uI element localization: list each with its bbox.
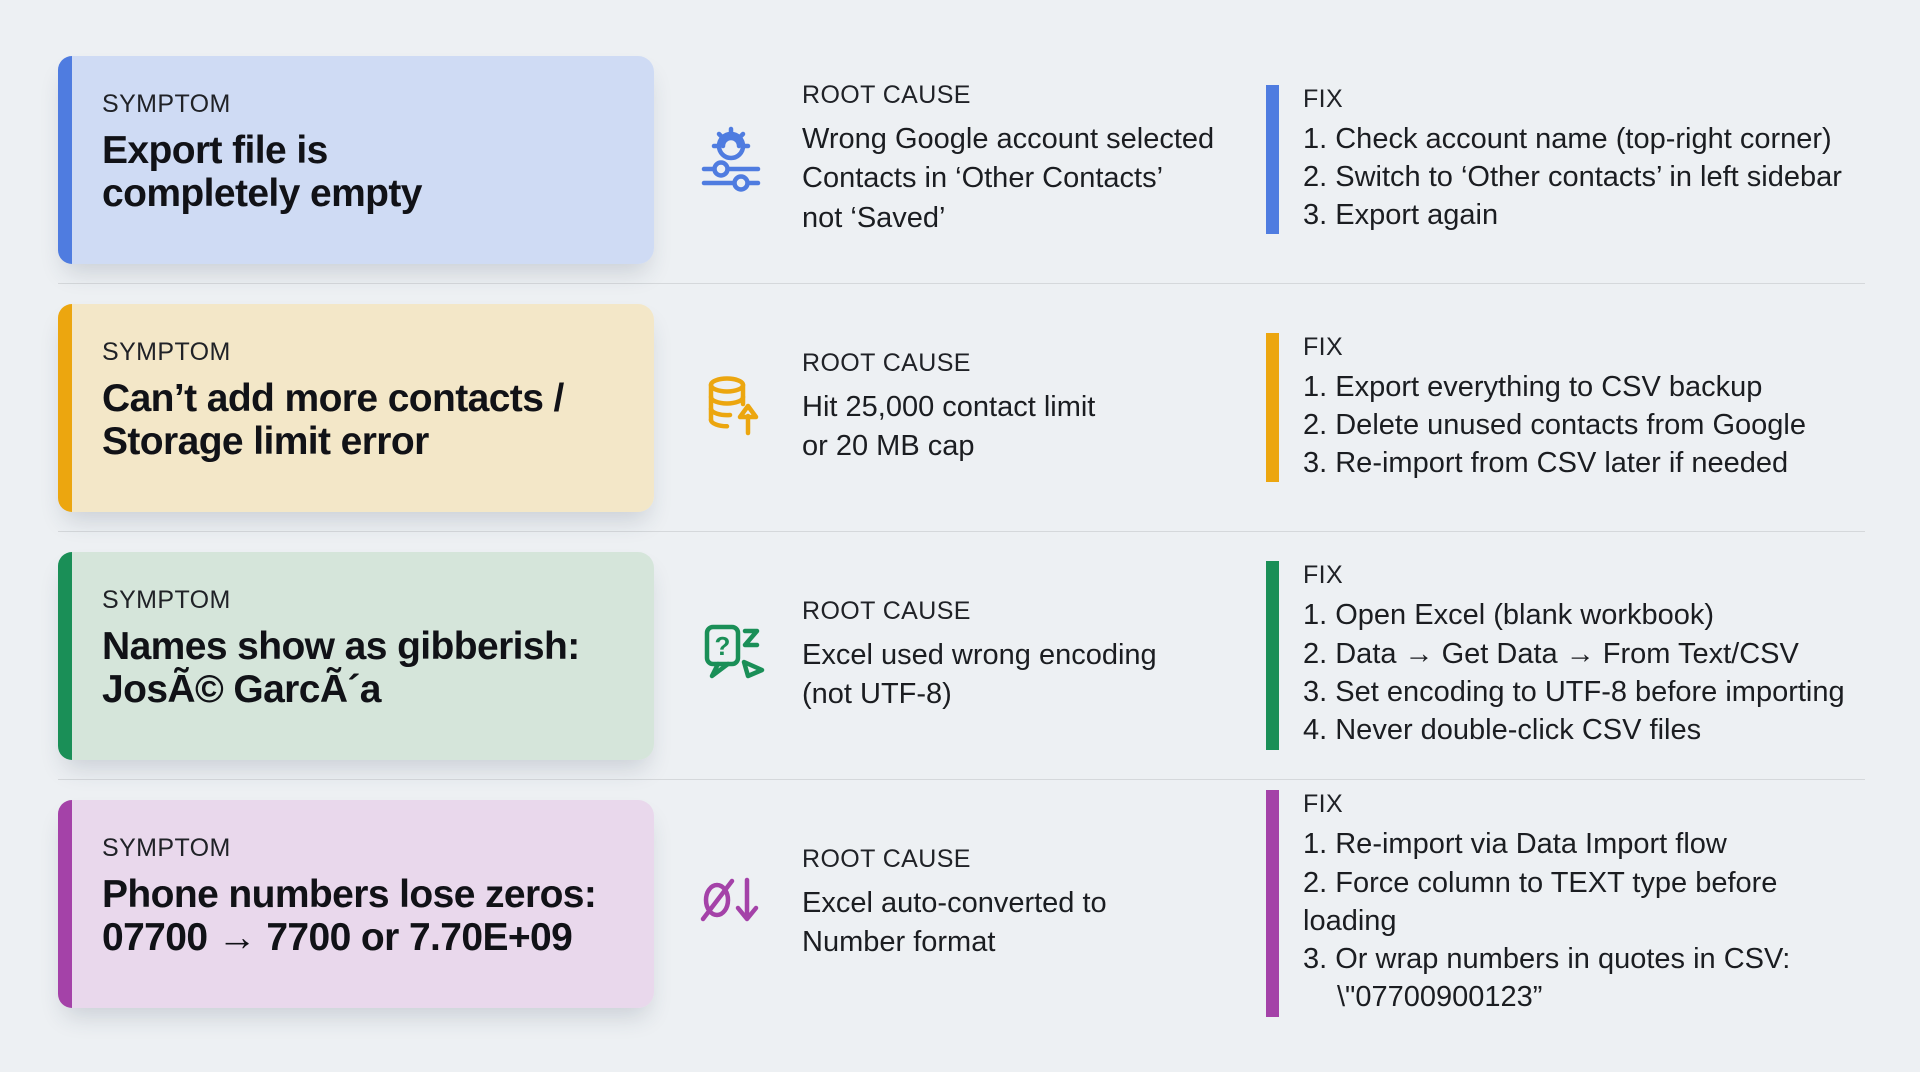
symptom-label: SYMPTOM [102, 337, 231, 366]
troubleshoot-row-storage-limit: SYMPTOM Can’t add more contacts / Storag… [58, 283, 1865, 531]
card-accent-bar [58, 799, 72, 1008]
svg-text:?: ? [715, 631, 731, 661]
troubleshoot-row-encoding-gibberish: SYMPTOM Names show as gibberish: JosÃ© G… [58, 531, 1865, 779]
fix-label: FIX [1303, 790, 1344, 819]
root-cause-label: ROOT CAUSE [802, 348, 971, 377]
symptom-card: SYMPTOM Phone numbers lose zeros: 07700 … [58, 799, 654, 1008]
symptom-label: SYMPTOM [102, 833, 231, 862]
root-cause-block: ? ROOT CAUSE Excel used wrong encoding (… [654, 597, 1266, 714]
symptom-title: Can’t add more contacts / Storage limit … [102, 376, 564, 464]
troubleshoot-row-empty-export: SYMPTOM Export file is completely empty [58, 36, 1865, 283]
fix-block: FIX 1. Open Excel (blank workbook) 2. Da… [1266, 561, 1865, 750]
encoding-question-glyph-icon: ? [694, 618, 770, 694]
symptom-label: SYMPTOM [102, 89, 231, 118]
symptom-title: Export file is completely empty [102, 128, 422, 216]
fix-block: FIX 1. Re-import via Data Import flow 2.… [1266, 790, 1865, 1017]
root-cause-block: ROOT CAUSE Hit 25,000 contact limit or 2… [654, 349, 1266, 466]
root-cause-block: ROOT CAUSE Excel auto-converted to Numbe… [654, 845, 1266, 962]
database-limit-up-arrow-icon [694, 370, 770, 446]
card-accent-bar [58, 303, 72, 512]
symptom-title: Phone numbers lose zeros: 07700 → 7700 o… [102, 872, 597, 960]
card-accent-bar [58, 55, 72, 264]
troubleshoot-row-lost-zeros: SYMPTOM Phone numbers lose zeros: 07700 … [58, 779, 1865, 1027]
fix-label: FIX [1303, 561, 1344, 590]
symptom-title: Names show as gibberish: JosÃ© GarcÃ´a [102, 624, 580, 712]
fix-label: FIX [1303, 332, 1344, 361]
symptom-card: SYMPTOM Export file is completely empty [58, 55, 654, 264]
root-cause-label: ROOT CAUSE [802, 81, 971, 110]
card-accent-bar [58, 551, 72, 760]
account-settings-sliders-icon [694, 121, 770, 197]
symptom-label: SYMPTOM [102, 585, 231, 614]
symptom-card: SYMPTOM Can’t add more contacts / Storag… [58, 303, 654, 512]
root-cause-label: ROOT CAUSE [802, 596, 971, 625]
fix-block: FIX 1. Check account name (top-right cor… [1266, 84, 1865, 235]
fix-block: FIX 1. Export everything to CSV backup 2… [1266, 332, 1865, 483]
root-cause-label: ROOT CAUSE [802, 844, 971, 873]
root-cause-block: ROOT CAUSE Wrong Google account selected… [654, 81, 1266, 237]
leading-zero-lost-down-arrow-icon [694, 866, 770, 942]
fix-label: FIX [1303, 84, 1344, 113]
symptom-card: SYMPTOM Names show as gibberish: JosÃ© G… [58, 551, 654, 760]
